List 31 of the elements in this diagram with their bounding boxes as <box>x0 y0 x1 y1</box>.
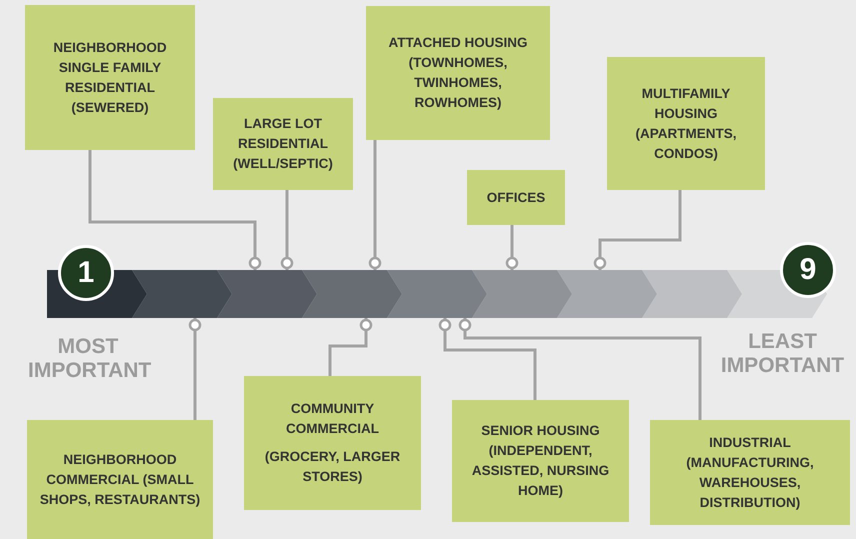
category-box <box>244 376 421 510</box>
category-label: NEIGHBORHOOD SINGLE FAMILY RESIDENTIAL (SEWERED) <box>52 38 168 117</box>
category-label: COMMUNITY COMMERCIAL <box>285 400 380 438</box>
leader-line <box>280 190 294 270</box>
category-box <box>27 420 213 539</box>
leader-line <box>506 225 518 270</box>
category-box <box>607 57 765 190</box>
category-box <box>213 98 353 190</box>
category-label: OFFICES <box>486 188 546 206</box>
category-box <box>366 6 550 140</box>
leader-line <box>438 318 536 400</box>
category-box <box>25 5 195 150</box>
leader-line <box>458 318 702 420</box>
category-label: ATTACHED HOUSING (TOWNHOMES, TWINHOMES, ROWHOMES) <box>388 34 528 112</box>
leader-line <box>88 150 262 270</box>
category-label: MULTIFAMILY HOUSING (APARTMENTS, CONDOS) <box>634 84 738 163</box>
category-label: SENIOR HOUSING (INDEPENDENT, ASSISTED, NURSING HOME) <box>470 422 610 500</box>
leader-line <box>368 140 382 270</box>
rank-number: 1 <box>58 245 114 301</box>
scale-end-label: LEAST IMPORTANT <box>720 330 846 378</box>
leader-line <box>188 318 202 420</box>
category-label: (GROCERY, LARGER STORES) <box>264 448 402 486</box>
category-label: NEIGHBORHOOD COMMERCIAL (SMALL SHOPS, RESTAURANTS) <box>38 450 202 509</box>
category-label: LARGE LOT RESIDENTIAL (WELL/SEPTIC) <box>232 115 334 173</box>
category-box <box>650 420 850 525</box>
category-label: INDUSTRIAL (MANUFACTURING, WAREHOUSES, DISTRIBUTION) <box>685 434 815 512</box>
category-box <box>452 400 629 522</box>
leader-line <box>594 190 682 270</box>
rank-number: 9 <box>780 242 836 298</box>
category-box <box>467 170 565 225</box>
leader-line <box>328 318 372 376</box>
